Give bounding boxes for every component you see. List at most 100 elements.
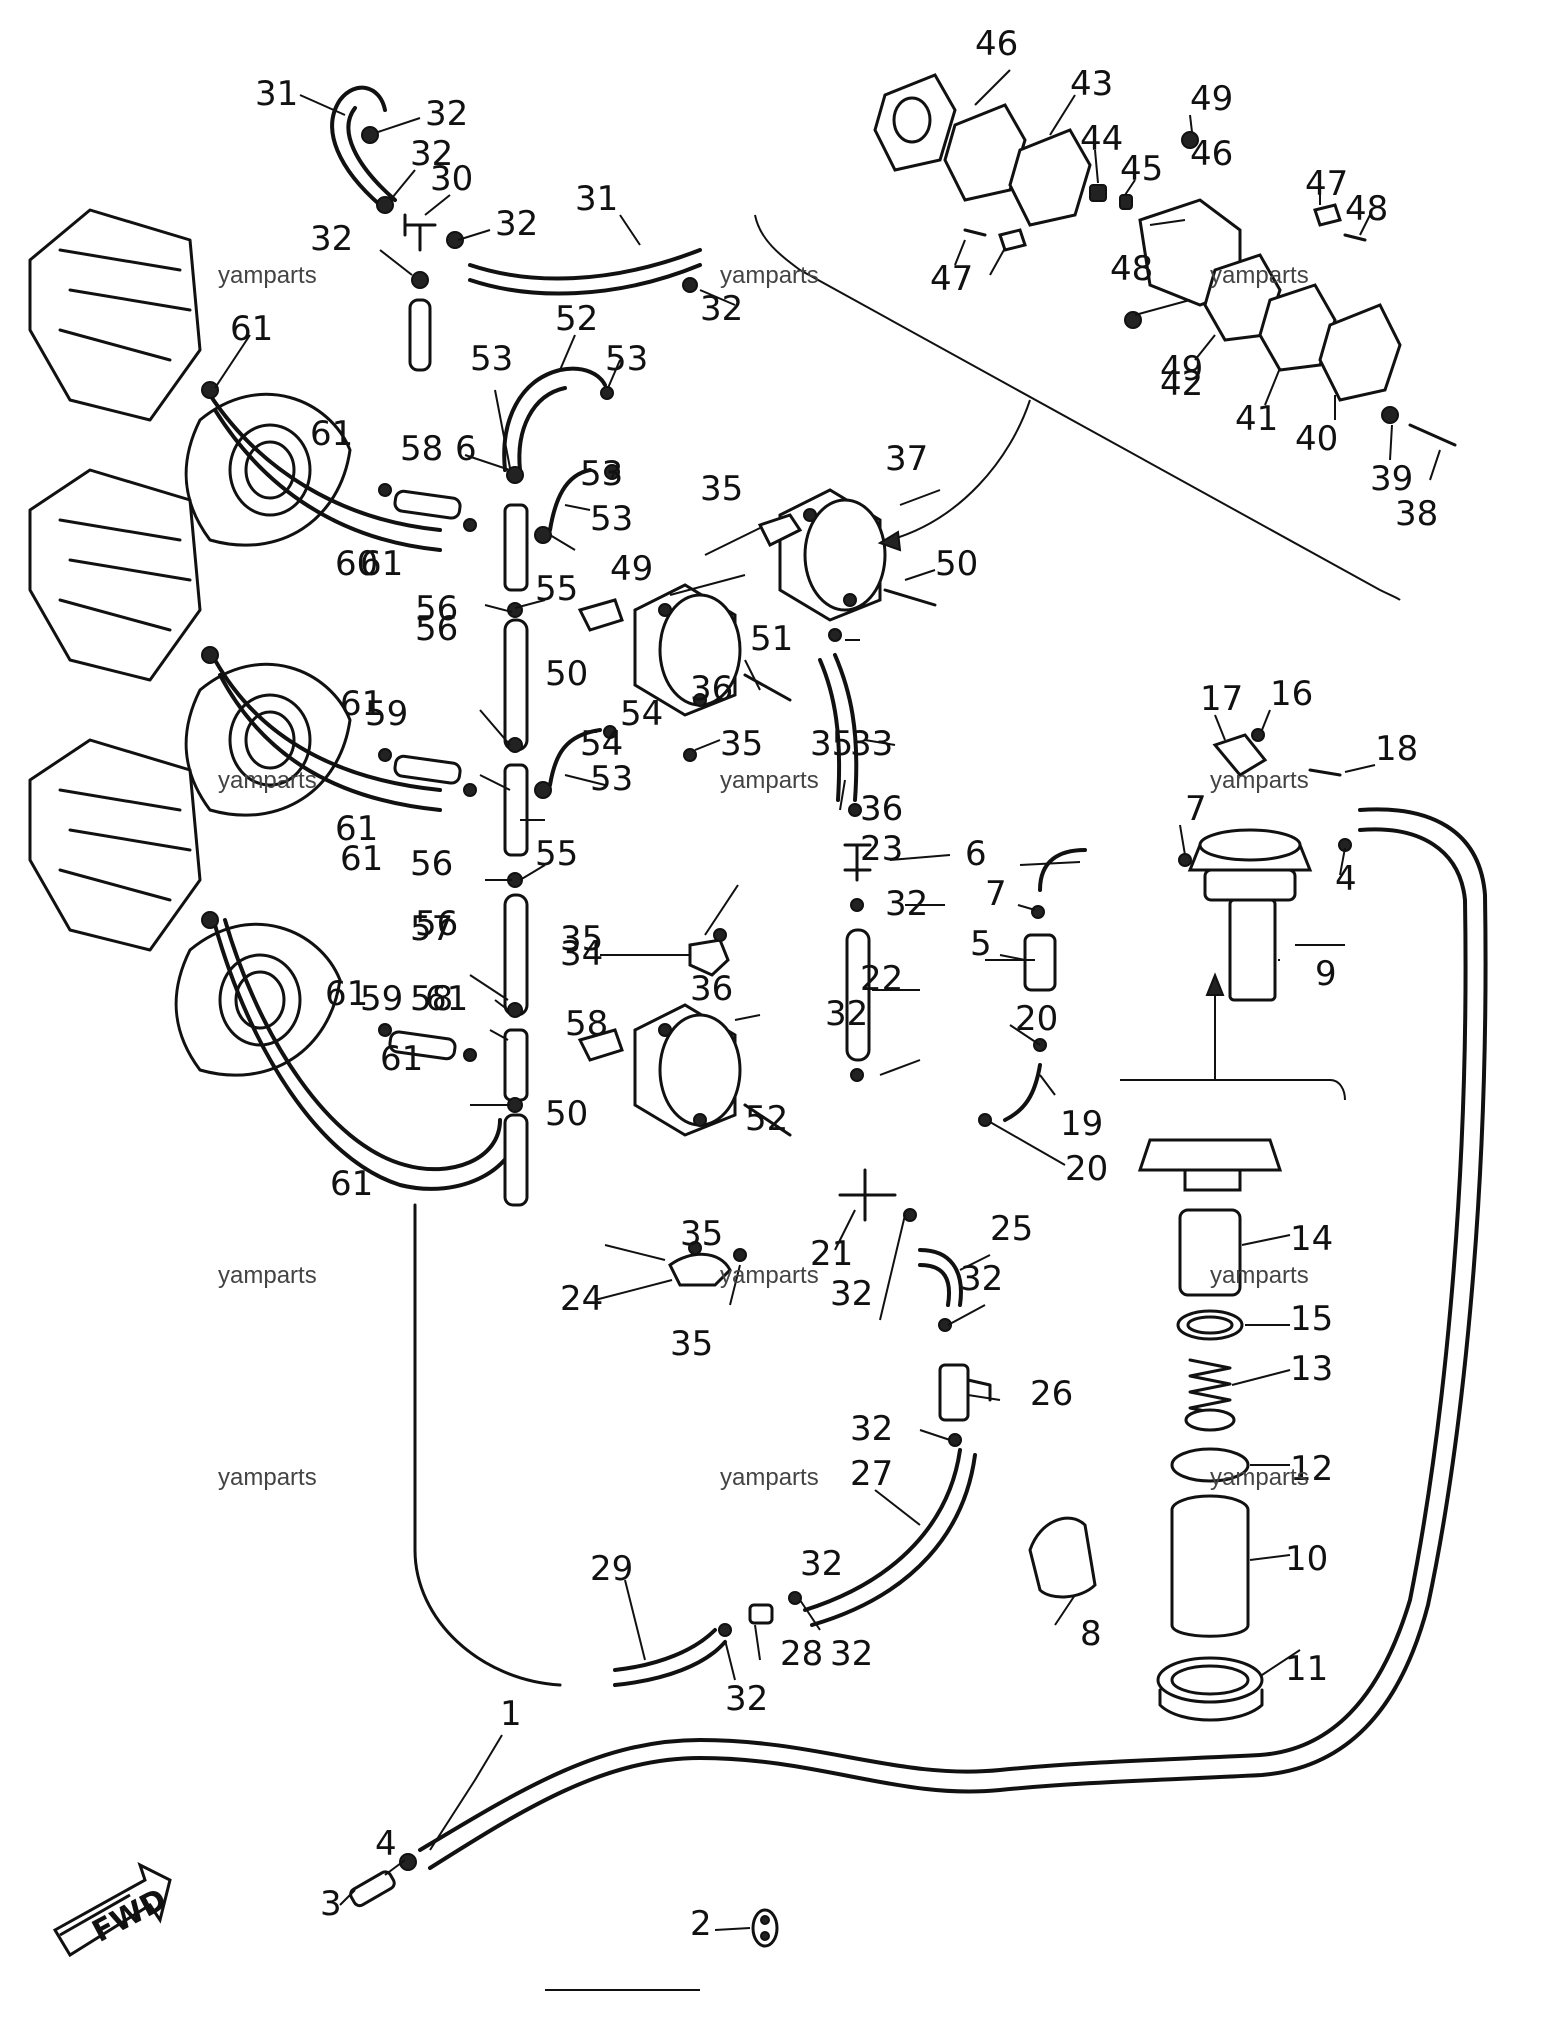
clip-2 bbox=[751, 1908, 779, 1948]
bracket-17 bbox=[1212, 733, 1268, 777]
callout-36: 36 bbox=[860, 789, 903, 829]
callout-55: 55 bbox=[535, 569, 578, 609]
part-48-bottom bbox=[1124, 311, 1142, 329]
callout-53: 53 bbox=[590, 759, 633, 799]
callout-31: 31 bbox=[255, 74, 298, 114]
kit-arrowhead bbox=[1205, 972, 1225, 996]
callout-31: 31 bbox=[575, 179, 618, 219]
fwd-arrow: FWD bbox=[52, 1862, 172, 1958]
hose-59-lower bbox=[213, 658, 442, 792]
callout-30: 30 bbox=[430, 159, 473, 199]
hose-31-right-b bbox=[468, 263, 702, 296]
hose-31-left-b bbox=[346, 106, 397, 202]
callout-45: 45 bbox=[1120, 149, 1163, 189]
parts-drawing bbox=[28, 73, 1488, 1948]
filter-cup-10 bbox=[1170, 1494, 1250, 1638]
plate-42b bbox=[1008, 128, 1092, 227]
callout-4: 4 bbox=[375, 1824, 397, 1864]
connector-28 bbox=[748, 1603, 774, 1625]
tee-54-lower bbox=[503, 763, 529, 857]
callout-61: 61 bbox=[340, 684, 383, 724]
callout-20: 20 bbox=[1015, 999, 1058, 1039]
callout-52: 52 bbox=[555, 299, 598, 339]
cover-39 bbox=[1318, 303, 1402, 402]
elbow-57 bbox=[503, 1028, 529, 1102]
plate-42 bbox=[943, 103, 1027, 202]
callout-32: 32 bbox=[800, 1544, 843, 1584]
callout-32: 32 bbox=[825, 994, 868, 1034]
hose-22 bbox=[845, 928, 871, 1062]
hose-55-lower bbox=[503, 893, 529, 1017]
callout-7: 7 bbox=[1185, 789, 1207, 829]
callout-16: 16 bbox=[1270, 674, 1313, 714]
plate-40 bbox=[1258, 283, 1337, 372]
fuel-pump-36-mid bbox=[633, 583, 742, 717]
callout-47: 47 bbox=[930, 259, 973, 299]
callout-44: 44 bbox=[1080, 119, 1123, 159]
part-43 bbox=[1089, 184, 1107, 202]
bolt-37 bbox=[1408, 423, 1457, 447]
callout-35: 35 bbox=[680, 1214, 723, 1254]
callout-61: 61 bbox=[310, 414, 353, 454]
hose-33 bbox=[833, 653, 859, 802]
callout-48: 48 bbox=[1110, 249, 1153, 289]
callout-61: 61 bbox=[380, 1039, 423, 1079]
callout-38: 38 bbox=[1395, 494, 1438, 534]
callout-53: 53 bbox=[580, 454, 623, 494]
callout-7: 7 bbox=[985, 874, 1007, 914]
hose-25-b bbox=[918, 1263, 951, 1307]
pump-exploded bbox=[873, 73, 1457, 447]
hose-under-30 bbox=[408, 298, 432, 372]
callout-52: 52 bbox=[745, 1099, 788, 1139]
callout-34: 34 bbox=[560, 934, 603, 974]
callout-23: 23 bbox=[860, 829, 903, 869]
callout-61: 61 bbox=[335, 809, 378, 849]
callout-56: 56 bbox=[415, 609, 458, 649]
hose-58-3 bbox=[388, 1030, 457, 1061]
callout-42: 42 bbox=[1160, 364, 1203, 404]
leader-lines bbox=[214, 69, 1441, 1991]
hose-27 bbox=[803, 1448, 962, 1612]
callout-50: 50 bbox=[545, 1094, 588, 1134]
callout-53: 53 bbox=[590, 499, 633, 539]
watermark-text: yamparts bbox=[720, 1464, 819, 1491]
fitting-46-right bbox=[1313, 203, 1342, 227]
callout-29: 29 bbox=[590, 1549, 633, 1589]
carburetor-2 bbox=[28, 468, 352, 817]
gasket-49-3 bbox=[577, 1028, 624, 1062]
callout-60: 60 bbox=[335, 544, 378, 584]
callout-57: 57 bbox=[410, 909, 453, 949]
hose-27-b bbox=[810, 1453, 977, 1627]
hose-59-upper bbox=[208, 393, 442, 532]
kit-bracket bbox=[1120, 1079, 1346, 1101]
o-ring-15-inner bbox=[1186, 1315, 1234, 1335]
callout-39: 39 bbox=[1370, 459, 1413, 499]
callout-32: 32 bbox=[960, 1259, 1003, 1299]
callout-22: 22 bbox=[860, 959, 903, 999]
callout-61: 61 bbox=[325, 974, 368, 1014]
callout-35: 35 bbox=[810, 724, 853, 764]
hose-59-upper-b bbox=[213, 408, 442, 552]
callout-11: 11 bbox=[1285, 1649, 1328, 1689]
spring-13 bbox=[1188, 1358, 1232, 1418]
callout-20: 20 bbox=[1065, 1149, 1108, 1189]
hose-51 bbox=[502, 366, 607, 472]
part-48-top bbox=[1181, 131, 1199, 149]
callout-61: 61 bbox=[330, 1164, 373, 1204]
hose-29 bbox=[613, 1628, 717, 1672]
hose-31-left bbox=[330, 85, 387, 207]
callout-26: 26 bbox=[1030, 1374, 1073, 1414]
callout-32: 32 bbox=[700, 289, 743, 329]
hose-60-b bbox=[223, 918, 502, 1172]
callout-32: 32 bbox=[850, 1409, 893, 1449]
watermark-text: yamparts bbox=[1210, 262, 1309, 289]
pump-kit-arrowhead bbox=[877, 530, 902, 552]
watermark-text: yamparts bbox=[218, 1262, 317, 1289]
hose-31-right bbox=[468, 248, 702, 281]
filter-element-14 bbox=[1178, 1208, 1242, 1297]
hose-19 bbox=[1003, 1063, 1042, 1122]
callout-35: 35 bbox=[700, 469, 743, 509]
callout-33: 33 bbox=[850, 724, 893, 764]
fuel-filter-9 bbox=[1187, 828, 1313, 1002]
callout-50: 50 bbox=[935, 544, 978, 584]
